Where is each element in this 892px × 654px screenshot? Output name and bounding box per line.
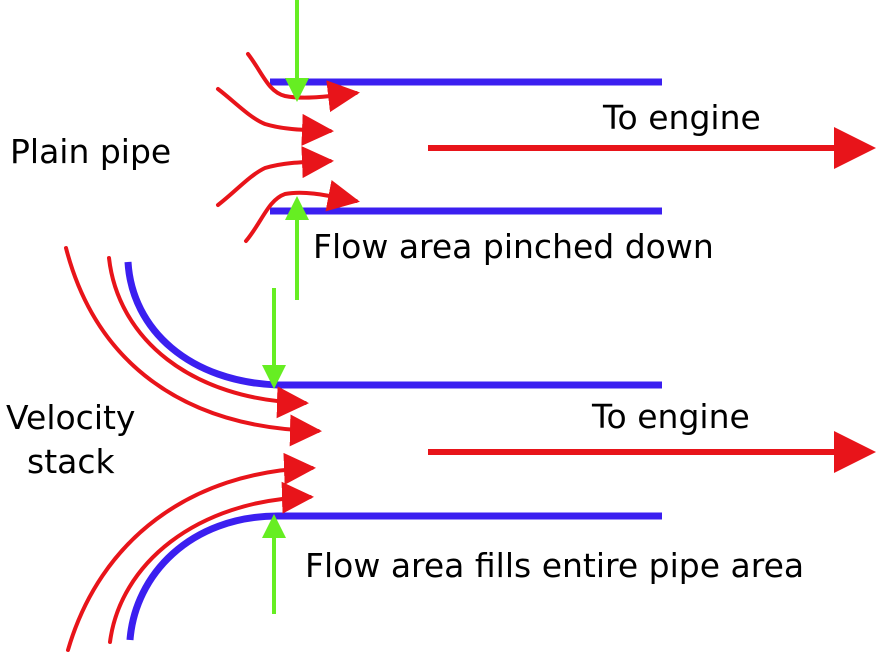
- velocity-stack-lower-flare: [126, 512, 662, 641]
- velocity-stack-section: [64, 246, 876, 652]
- plain-pipe-section: [216, 0, 876, 300]
- plain-pipe-label: Plain pipe: [10, 132, 172, 171]
- plain-inflow-arrow-4: [244, 179, 360, 243]
- stack-inflow-arrow-3: [66, 452, 316, 652]
- plain-inflow-arrow-3: [216, 146, 334, 207]
- flow-area-fills-label: Flow area fills entire pipe area: [305, 546, 805, 585]
- plain-inflow-arrow-1: [246, 52, 360, 113]
- stack-inflow-arrow-1: [107, 256, 309, 419]
- flow-area-pinched-label: Flow area pinched down: [313, 227, 714, 266]
- to-engine-label-top: To engine: [603, 98, 761, 137]
- velocity-stack-label-line2: stack: [27, 442, 115, 481]
- stack-inflow-arrow-4: [108, 481, 314, 644]
- plain-inflow-arrow-2: [216, 87, 334, 146]
- to-engine-label-bottom: To engine: [592, 397, 750, 436]
- stack-inflow-arrow-2: [64, 246, 322, 447]
- velocity-stack-upper-flare: [124, 261, 662, 389]
- velocity-stack-label-line1: Velocity: [6, 398, 136, 437]
